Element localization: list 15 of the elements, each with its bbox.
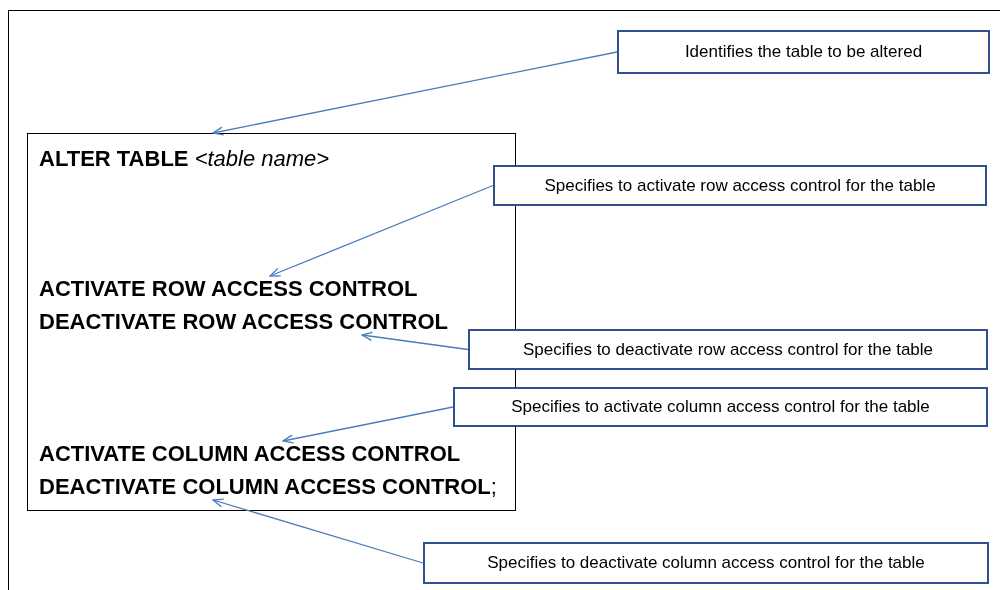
code-line: ACTIVATE ROW ACCESS CONTROL: [39, 276, 418, 302]
callout-box: Specifies to activate row access control for the table: [493, 165, 987, 206]
leader-arrow: [212, 498, 424, 564]
callout-box: Specifies to deactivate row access control for the table: [468, 329, 988, 370]
leader-arrow: [282, 406, 454, 444]
callout-box: Identifies the table to be altered: [617, 30, 990, 74]
code-line: DEACTIVATE ROW ACCESS CONTROL: [39, 309, 449, 335]
code-line: DEACTIVATE COLUMN ACCESS CONTROL;: [39, 474, 497, 500]
leader-arrow: [361, 331, 469, 351]
leader-arrow: [212, 51, 618, 136]
callout-box: Specifies to deactivate column access control for the table: [423, 542, 989, 584]
code-line: ACTIVATE COLUMN ACCESS CONTROL: [39, 441, 461, 467]
code-line: ALTER TABLE <table name>: [39, 146, 330, 172]
callout-box: Specifies to activate column access control for the table: [453, 387, 988, 427]
leader-arrow: [269, 184, 494, 277]
